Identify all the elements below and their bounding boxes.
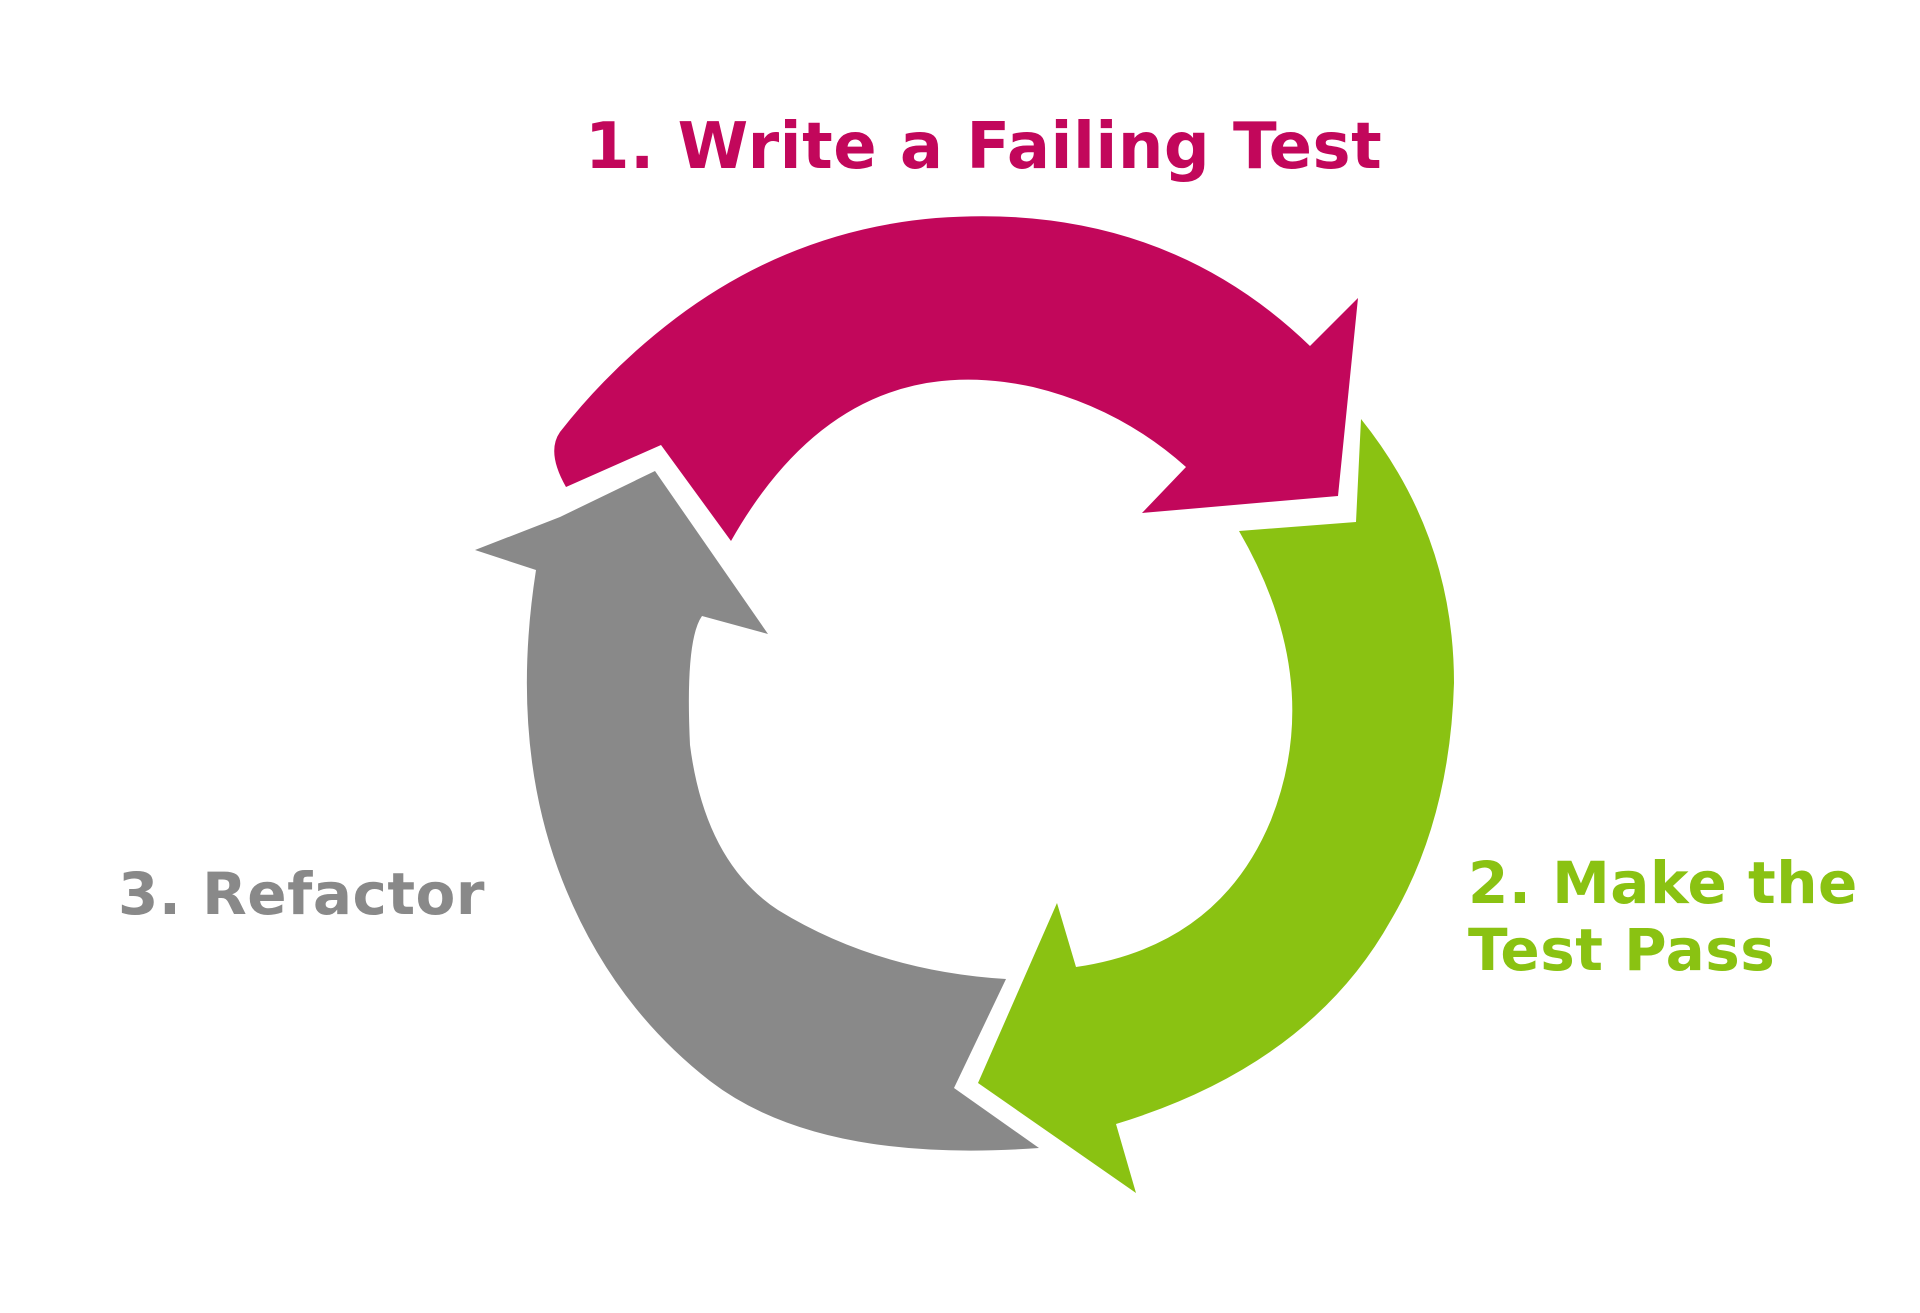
step-label-refactor: 3. Refactor — [118, 860, 486, 928]
arrow-write-failing-test — [554, 216, 1358, 541]
arrow-refactor — [475, 471, 1039, 1151]
arrow-make-test-pass — [978, 419, 1454, 1193]
step-label-make-test-pass-line1: 2. Make the — [1468, 849, 1858, 917]
step-label-write-failing-test: 1. Write a Failing Test — [585, 110, 1383, 184]
step-label-make-test-pass: 2. Make the Test Pass — [1468, 849, 1858, 985]
step-label-make-test-pass-line2: Test Pass — [1468, 916, 1776, 985]
